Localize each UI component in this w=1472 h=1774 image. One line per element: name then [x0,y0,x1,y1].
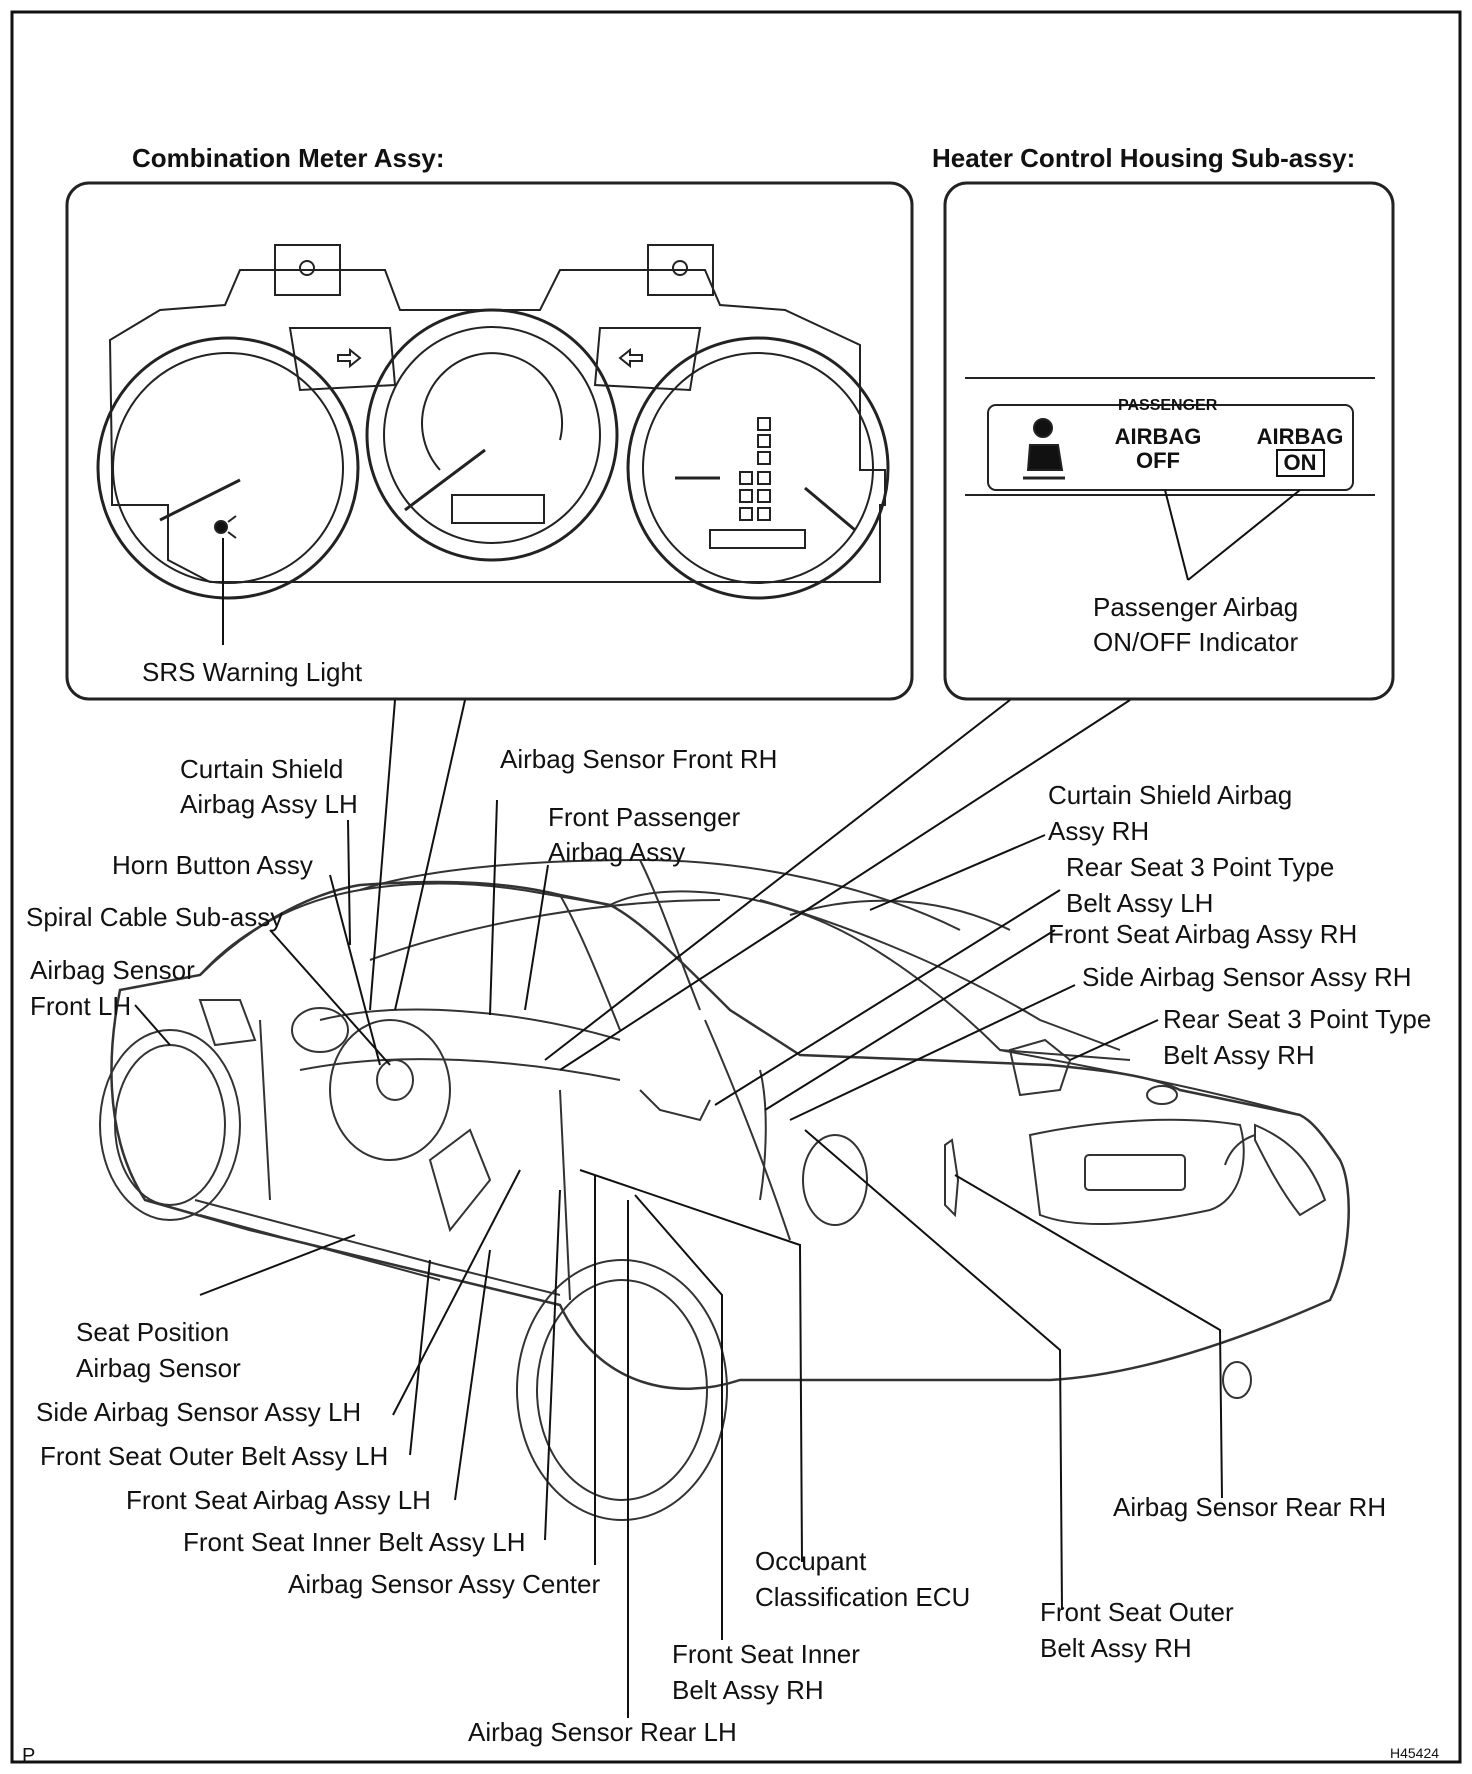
label-front-seat-airbag-lh: Front Seat Airbag Assy LH [126,1485,431,1515]
label-rear-belt-lh-line1: Rear Seat 3 Point Type [1066,852,1335,882]
combination-meter-panel [65,181,914,701]
label-srs-warning-light: SRS Warning Light [142,657,363,687]
airbag-off-indicator: AIRBAG OFF [1108,425,1208,473]
label-front-outer-belt-rh-line2: Belt Assy RH [1040,1633,1192,1663]
airbag-on-line2: ON [1275,449,1325,477]
label-passenger-indicator-line1: Passenger Airbag [1093,592,1299,622]
label-occupant-ecu-line2: Classification ECU [755,1582,971,1612]
label-rear-belt-rh-line2: Belt Assy RH [1163,1040,1315,1070]
label-rear-belt-rh-line1: Rear Seat 3 Point Type [1163,1004,1432,1034]
label-front-passenger-line1: Front Passenger [548,802,741,832]
footer-mark: P [22,1745,36,1767]
label-side-sensor-rh: Side Airbag Sensor Assy RH [1082,962,1412,992]
heater-control-panel [943,181,1395,701]
label-sensor-rear-lh: Airbag Sensor Rear LH [468,1717,737,1747]
label-sensor-rear-rh: Airbag Sensor Rear RH [1113,1492,1387,1522]
label-seat-position-line2: Airbag Sensor [76,1353,241,1383]
label-seat-position-line1: Seat Position [76,1317,230,1347]
airbag-on-indicator: AIRBAG ON [1250,425,1350,477]
combination-meter-heading: Combination Meter Assy: [132,143,445,173]
heater-control-heading: Heater Control Housing Sub-assy: [932,143,1356,173]
label-rear-belt-lh-line2: Belt Assy LH [1066,888,1214,918]
label-front-outer-belt-rh-line1: Front Seat Outer [1040,1597,1234,1627]
label-front-inner-belt-rh-line2: Belt Assy RH [672,1675,824,1705]
airbag-off-line2: OFF [1136,448,1180,473]
label-sensor-center: Airbag Sensor Assy Center [288,1569,601,1599]
label-sensor-front-lh-line1: Airbag Sensor [30,955,195,985]
label-curtain-rh-line1: Curtain Shield Airbag [1048,780,1293,810]
outer-frame [10,10,1462,1764]
airbag-on-line1: AIRBAG [1256,424,1344,449]
leader-lines [134,699,1223,1718]
airbag-off-line1: AIRBAG [1114,424,1202,449]
label-front-seat-airbag-rh: Front Seat Airbag Assy RH [1048,919,1358,949]
label-sensor-front-lh-line2: Front LH [30,991,132,1021]
label-sensor-front-rh: Airbag Sensor Front RH [500,744,778,774]
figure-id: H45424 [1390,1745,1440,1761]
label-passenger-indicator-line2: ON/OFF Indicator [1093,627,1299,657]
label-spiral-cable: Spiral Cable Sub-assy [26,902,284,932]
passenger-label: PASSENGER [1118,397,1218,414]
label-curtain-rh-line2: Assy RH [1048,816,1150,846]
label-curtain-lh-line2: Airbag Assy LH [180,789,358,819]
label-front-inner-belt-lh: Front Seat Inner Belt Assy LH [183,1527,526,1557]
label-curtain-lh-line1: Curtain Shield [180,754,344,784]
label-front-inner-belt-rh-line1: Front Seat Inner [672,1639,860,1669]
label-front-outer-belt-lh: Front Seat Outer Belt Assy LH [40,1441,389,1471]
label-occupant-ecu-line1: Occupant [755,1546,867,1576]
label-side-sensor-lh: Side Airbag Sensor Assy LH [36,1397,362,1427]
label-horn-button: Horn Button Assy [112,850,313,880]
label-front-passenger-line2: Airbag Assy [548,837,686,867]
